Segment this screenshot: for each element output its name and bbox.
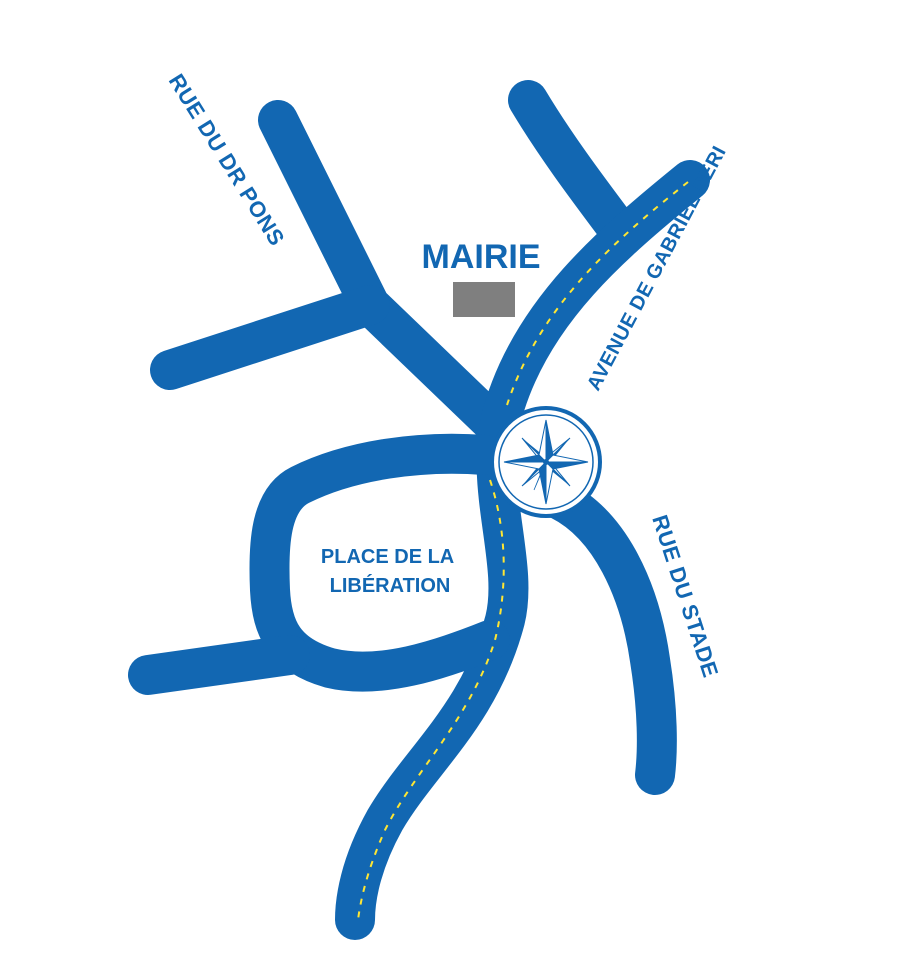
- road-place-liberation-loop: [249, 433, 510, 692]
- mairie-label: MAIRIE: [422, 238, 541, 276]
- road-rue-du-stade: [540, 480, 677, 795]
- label-place-de-la-liberation: PLACE DE LA LIBÉRATION: [321, 546, 459, 597]
- road-north-branch: [508, 80, 635, 245]
- road-west-lower-branch: [128, 635, 310, 695]
- label-rue-du-dr-pons: RUE DU DR PONS: [164, 69, 290, 250]
- compass-rose-icon: [490, 406, 602, 518]
- route-markers: [357, 181, 689, 921]
- road-dr-pons-west-branch: [150, 285, 390, 390]
- route-line-upper: [506, 181, 689, 406]
- mairie-building-icon[interactable]: [453, 282, 515, 317]
- road-network: [128, 80, 710, 940]
